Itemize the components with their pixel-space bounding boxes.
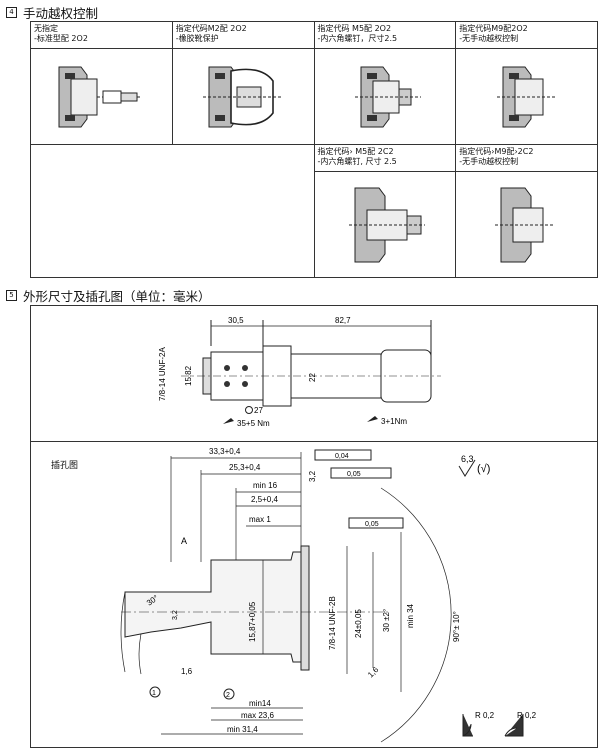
rough-1-6-a: 1,6 bbox=[181, 667, 193, 676]
standard-override-drawing bbox=[58, 66, 142, 127]
dim-15-82: 15,82 bbox=[184, 365, 193, 386]
torque-body: 35+5 Nm bbox=[237, 419, 270, 428]
dim-min14: min14 bbox=[249, 699, 271, 708]
hex-screw-2c2-drawing bbox=[348, 187, 425, 262]
cavity-drawing: 33,3+0,4 25,3+0,4 min 16 2,5+0,4 max 1 3… bbox=[120, 447, 537, 743]
finish-value: 6,3 bbox=[461, 454, 474, 464]
option-cell: 指定代码› M5配 2C2-内六角螺钉, 尺寸 2.5 bbox=[313, 144, 457, 278]
dim-90-deg: 90°± 10° bbox=[452, 611, 461, 642]
rough-1-6-b: 1,6 bbox=[366, 665, 381, 680]
torque-override: 3+1Nm bbox=[381, 417, 407, 426]
option-code: 指定代码M2配 2O2 bbox=[175, 24, 247, 33]
cavity-label: 插孔图 bbox=[51, 460, 79, 470]
option-desc: -无手动越权控制 bbox=[459, 34, 519, 43]
dim-hex-27: 27 bbox=[254, 406, 263, 415]
option-cell: 指定代码M9配2O2-无手动越权控制 bbox=[455, 21, 598, 145]
option-code: 指定代码› M5配 2C2 bbox=[317, 147, 394, 156]
no-override-2c2-drawing bbox=[494, 187, 555, 262]
dim-max1: max 1 bbox=[249, 515, 271, 524]
option-cell: 无指定-标准型配 2O2 bbox=[30, 21, 173, 145]
option-cell: 指定代码M2配 2O2-橡胶靴保护 bbox=[171, 21, 315, 145]
dim-82-7: 82,7 bbox=[335, 316, 351, 325]
tol-0-04: 0,04 bbox=[335, 453, 349, 460]
tol-0-05-b: 0,05 bbox=[365, 521, 379, 528]
dim-15-87: 15,87+0,05 bbox=[248, 601, 257, 642]
rubber-boot-drawing bbox=[203, 66, 284, 127]
marker-1: 1 bbox=[152, 690, 156, 697]
dim-min34: min 34 bbox=[406, 603, 415, 628]
frame-divider bbox=[31, 441, 597, 442]
option-desc: -标准型配 2O2 bbox=[34, 34, 88, 43]
finish-alt: (√) bbox=[477, 463, 490, 475]
no-override-drawing bbox=[496, 66, 557, 127]
option-desc: -内六角螺钉，尺寸2.5 bbox=[317, 34, 398, 43]
option-code: 无指定 bbox=[34, 24, 58, 33]
dim-24: 24±0,05 bbox=[354, 609, 363, 638]
option-code: 指定代码 M5配 2O2 bbox=[317, 24, 392, 33]
dim-30-5: 30,5 bbox=[228, 316, 244, 325]
dim-min16: min 16 bbox=[253, 481, 278, 490]
section-number: 4 bbox=[6, 7, 17, 18]
section-heading: 手动越权控制 bbox=[23, 6, 99, 21]
option-desc: -无手动越权控制 bbox=[459, 157, 519, 166]
outline-drawing: 30,5 82,7 7/8-14 UNF-2A 15,82 22 27 35+5… bbox=[158, 316, 441, 428]
dim-max23-6: max 23,6 bbox=[241, 711, 274, 720]
datum-a: A bbox=[181, 536, 187, 546]
option-desc: -内六角螺钉, 尺寸 2.5 bbox=[317, 157, 397, 166]
option-cell: 指定代码›M9配›2C2-无手动越权控制 bbox=[455, 144, 598, 278]
section-5-title: 5 外形尺寸及插孔图（单位：毫米） bbox=[6, 286, 211, 305]
option-code: 指定代码M9配2O2 bbox=[459, 24, 528, 33]
dim-30-deg: 30 ±2° bbox=[382, 609, 391, 632]
radius-b: R 0,2 bbox=[517, 711, 537, 720]
dim-33-3: 33,3+0,4 bbox=[209, 447, 241, 456]
section-heading: 外形尺寸及插孔图（单位：毫米） bbox=[23, 289, 211, 304]
tol-0-05-a: 0,05 bbox=[347, 471, 361, 478]
option-cell: 指定代码 M5配 2O2-内六角螺钉，尺寸2.5 bbox=[313, 21, 457, 145]
radius-a: R 0,2 bbox=[475, 711, 495, 720]
dim-25-3: 25,3+0,4 bbox=[229, 463, 261, 472]
dim-22: 22 bbox=[308, 373, 317, 382]
section-number: 5 bbox=[6, 290, 17, 301]
dim-thread-2a: 7/8-14 UNF-2A bbox=[158, 347, 167, 401]
option-code: 指定代码›M9配›2C2 bbox=[459, 147, 534, 156]
override-options-table: 无指定-标准型配 2O2 指定代码M2配 2O2-橡胶靴保护 bbox=[30, 21, 598, 278]
option-desc: -橡胶靴保护 bbox=[175, 34, 219, 43]
empty-cell bbox=[30, 144, 315, 278]
section-4-title: 4 手动越权控制 bbox=[6, 3, 98, 22]
dim-2-5: 2,5+0,4 bbox=[251, 495, 278, 504]
marker-2: 2 bbox=[226, 692, 230, 699]
dim-min31-4: min 31,4 bbox=[227, 725, 258, 734]
hex-screw-drawing bbox=[354, 66, 421, 127]
rough-3-2: 3,2 bbox=[172, 610, 179, 620]
dim-thread-2b: 7/8-14 UNF-2B bbox=[328, 596, 337, 650]
dim-3-2-top: 3,2 bbox=[308, 470, 317, 482]
dimension-frame: 30,5 82,7 7/8-14 UNF-2A 15,82 22 27 35+5… bbox=[30, 305, 598, 748]
